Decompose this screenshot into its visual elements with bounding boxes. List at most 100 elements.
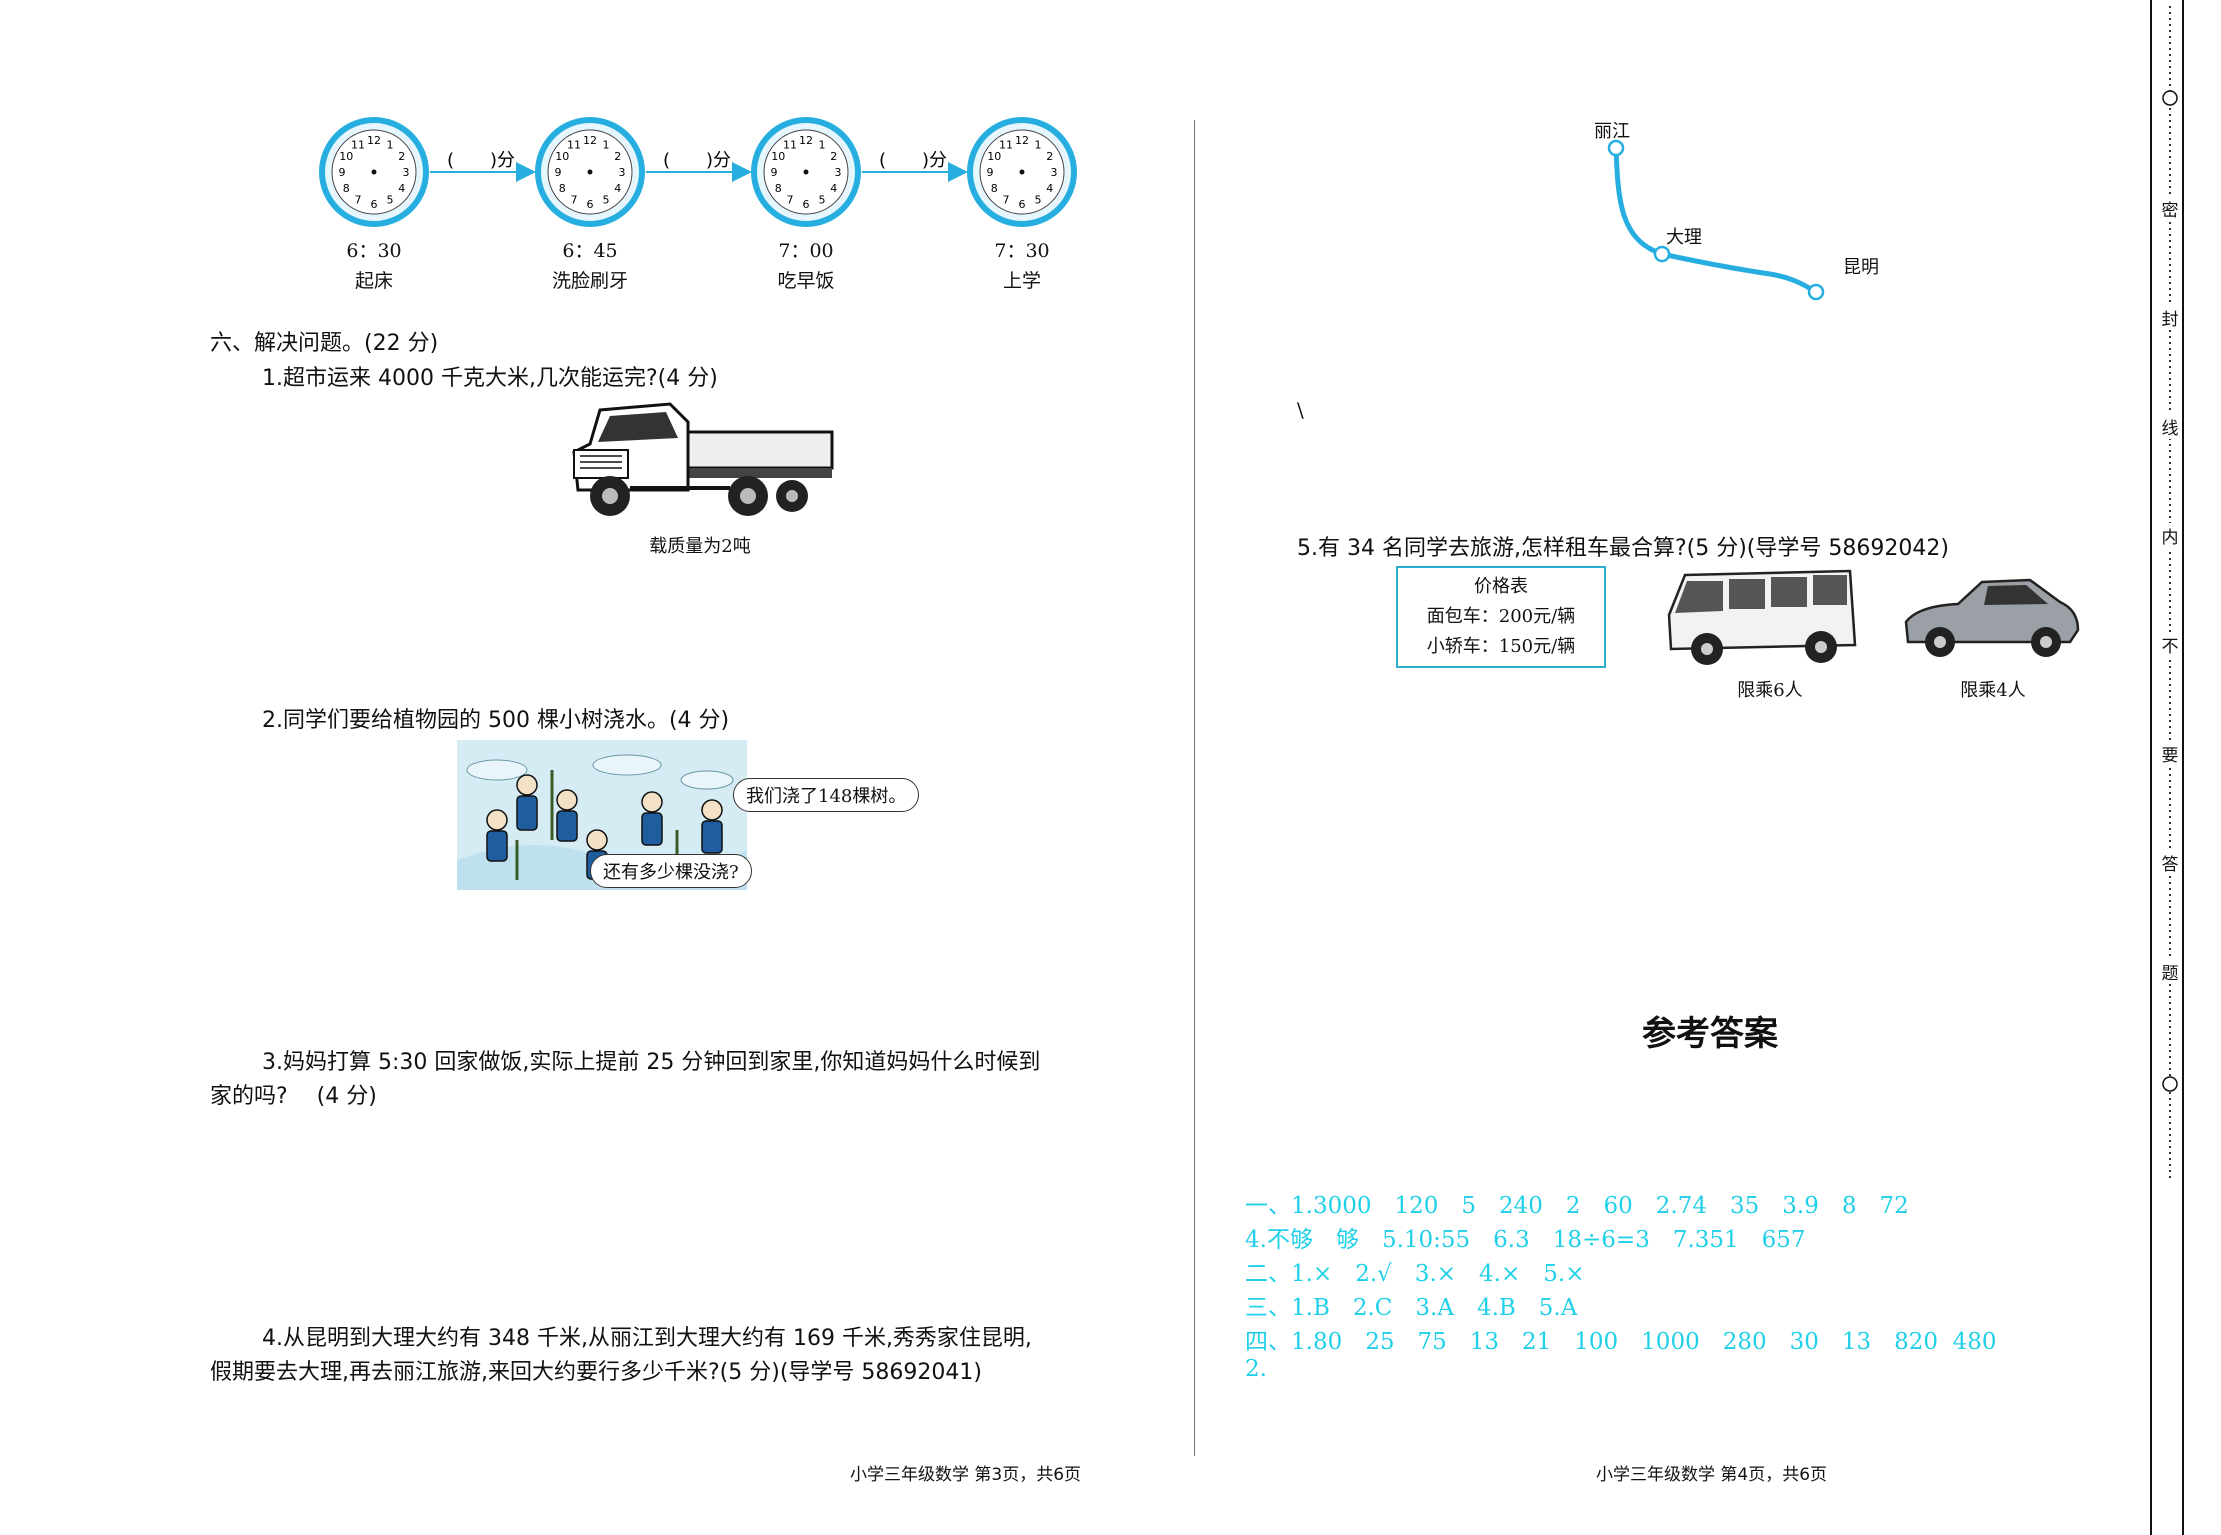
- clock-activity-2: 洗脸刷牙: [551, 270, 628, 292]
- children-watering-illustration: [457, 740, 747, 890]
- clock-activity-3: 吃早饭: [777, 270, 835, 292]
- price-van: 面包车：200元/辆: [1426, 606, 1576, 627]
- clock-numeral: 5: [603, 194, 610, 207]
- clock-time-4: 7：30: [994, 240, 1050, 262]
- clock-numeral: 10: [339, 150, 353, 163]
- elapsed-minutes-blank: ( )分: [663, 150, 731, 171]
- price-table-title: 价格表: [1474, 576, 1528, 597]
- binding-char: 密: [2160, 196, 2180, 221]
- clock-numeral: 3: [619, 166, 626, 179]
- clock-numeral: 12: [1015, 134, 1029, 147]
- question-4-line1: 4.从昆明到大理大约有 348 千米,从丽江到大理大约有 169 千米,秀秀家住…: [262, 1326, 1032, 1351]
- clock-numeral: 4: [830, 182, 837, 195]
- answer-line: 四、1.80 25 75 13 21 100 1000 280 30 13 82…: [1245, 1329, 1997, 1355]
- clock-time-3: 7：00: [778, 240, 834, 262]
- clock-numeral: 9: [771, 166, 778, 179]
- clock-numeral: 10: [771, 150, 785, 163]
- clock-numeral: 4: [1046, 182, 1053, 195]
- map-point-kunming: [1807, 283, 1825, 301]
- clock-numeral: 1: [387, 138, 394, 151]
- clock-activity-4: 上学: [1002, 270, 1041, 292]
- question-3-line1: 3.妈妈打算 5:30 回家做饭,实际上提前 25 分钟回到家里,你知道妈妈什么…: [262, 1050, 1041, 1075]
- clock-numeral: 5: [387, 194, 394, 207]
- clock-activity-1: 起床: [354, 270, 393, 292]
- clock-numeral: 3: [403, 166, 410, 179]
- van-illustration: [1667, 569, 1857, 665]
- clock-numeral: 5: [819, 194, 826, 207]
- map-label-kunming: 昆明: [1843, 257, 1879, 278]
- clock-numeral: 12: [799, 134, 813, 147]
- clock-numeral: 2: [614, 150, 621, 163]
- map-label-lijiang: 丽江: [1594, 121, 1630, 142]
- clock-numeral: 6: [1019, 198, 1026, 211]
- clock-numeral: 12: [367, 134, 381, 147]
- clock-numeral: 7: [1003, 194, 1010, 207]
- elapsed-minutes-blank: ( )分: [879, 150, 947, 171]
- clock-numeral: 11: [999, 138, 1013, 151]
- clock-numeral: 6: [803, 198, 810, 211]
- clock-numeral: 6: [371, 198, 378, 211]
- clock-numeral: 7: [571, 194, 578, 207]
- speech-bubble-remaining: 还有多少棵没浇?: [590, 854, 752, 888]
- clock-numeral: 10: [987, 150, 1001, 163]
- question-2: 2.同学们要给植物园的 500 棵小树浇水。(4 分): [262, 708, 730, 733]
- clock-numeral: 11: [567, 138, 581, 151]
- binding-char: 要: [2160, 741, 2180, 766]
- answer-line: 三、1.B 2.C 3.A 4.B 5.A: [1245, 1295, 1578, 1321]
- binding-char: 题: [2160, 959, 2180, 984]
- answer-line: 2.: [1245, 1356, 1267, 1382]
- truck-caption: 载质量为2吨: [649, 536, 751, 557]
- binding-char: 内: [2160, 523, 2180, 548]
- clock-numeral: 2: [398, 150, 405, 163]
- clock-numeral: 1: [1035, 138, 1042, 151]
- van-caption: 限乘6人: [1737, 680, 1803, 701]
- answers-title: 参考答案: [1642, 1014, 1778, 1054]
- price-table: 价格表 面包车：200元/辆 小轿车：150元/辆: [1396, 566, 1606, 668]
- clock-time-1: 6：30: [346, 240, 402, 262]
- question-5: 5.有 34 名同学去旅游,怎样租车最合算?(5 分)(导学号 58692042…: [1297, 536, 1949, 561]
- clock-numeral: 2: [830, 150, 837, 163]
- car-illustration: [1904, 578, 2080, 657]
- answer-line: 二、1.× 2.√ 3.× 4.× 5.×: [1245, 1261, 1585, 1287]
- section6-title: 六、解决问题。(22 分): [210, 331, 439, 356]
- route-map: [1607, 139, 1825, 301]
- clock-numeral: 9: [339, 166, 346, 179]
- footer-right: 小学三年级数学 第4页，共6页: [1596, 1465, 1828, 1485]
- speech-bubble-watered: 我们浇了148棵树。: [733, 778, 920, 812]
- page-divider: [1194, 120, 1195, 1456]
- truck-illustration: [572, 402, 834, 516]
- binding-char: 封: [2160, 305, 2180, 330]
- binding-char: 不: [2160, 632, 2180, 657]
- clock-numeral: 3: [835, 166, 842, 179]
- clock-numeral: 1: [819, 138, 826, 151]
- price-car: 小轿车：150元/辆: [1426, 636, 1576, 657]
- clock-numeral: 5: [1035, 194, 1042, 207]
- binding-char: 答: [2160, 850, 2180, 875]
- clock-numeral: 7: [787, 194, 794, 207]
- question-4-line2: 假期要去大理,再去丽江旅游,来回大约要行多少千米?(5 分)(导学号 58692…: [210, 1360, 982, 1385]
- map-point-dali: [1653, 245, 1671, 263]
- clock-numeral: 6: [587, 198, 594, 211]
- footer-left: 小学三年级数学 第3页，共6页: [850, 1465, 1082, 1485]
- map-point-lijiang: [1607, 139, 1625, 157]
- clock-numeral: 8: [775, 182, 782, 195]
- answer-line: 一、1.3000 120 5 240 2 60 2.74 35 3.9 8 72: [1245, 1193, 1909, 1219]
- binding-char: 线: [2160, 414, 2180, 439]
- clock-numeral: 10: [555, 150, 569, 163]
- map-label-dali: 大理: [1666, 227, 1702, 248]
- elapsed-minutes-blank: ( )分: [447, 150, 515, 171]
- clock-numeral: 8: [559, 182, 566, 195]
- clock-numeral: 7: [355, 194, 362, 207]
- clock-numeral: 4: [398, 182, 405, 195]
- stray-mark: \: [1297, 398, 1304, 422]
- question-1: 1.超市运来 4000 千克大米,几次能运完?(4 分): [262, 366, 718, 391]
- clock-numeral: 8: [991, 182, 998, 195]
- binding-strip: [2150, 0, 2184, 1535]
- clock-numeral: 2: [1046, 150, 1053, 163]
- clock-numeral: 9: [555, 166, 562, 179]
- clock-numeral: 4: [614, 182, 621, 195]
- clock-time-2: 6：45: [562, 240, 618, 262]
- question-3-line2: 家的吗? (4 分): [210, 1084, 377, 1109]
- clock-numeral: 9: [987, 166, 994, 179]
